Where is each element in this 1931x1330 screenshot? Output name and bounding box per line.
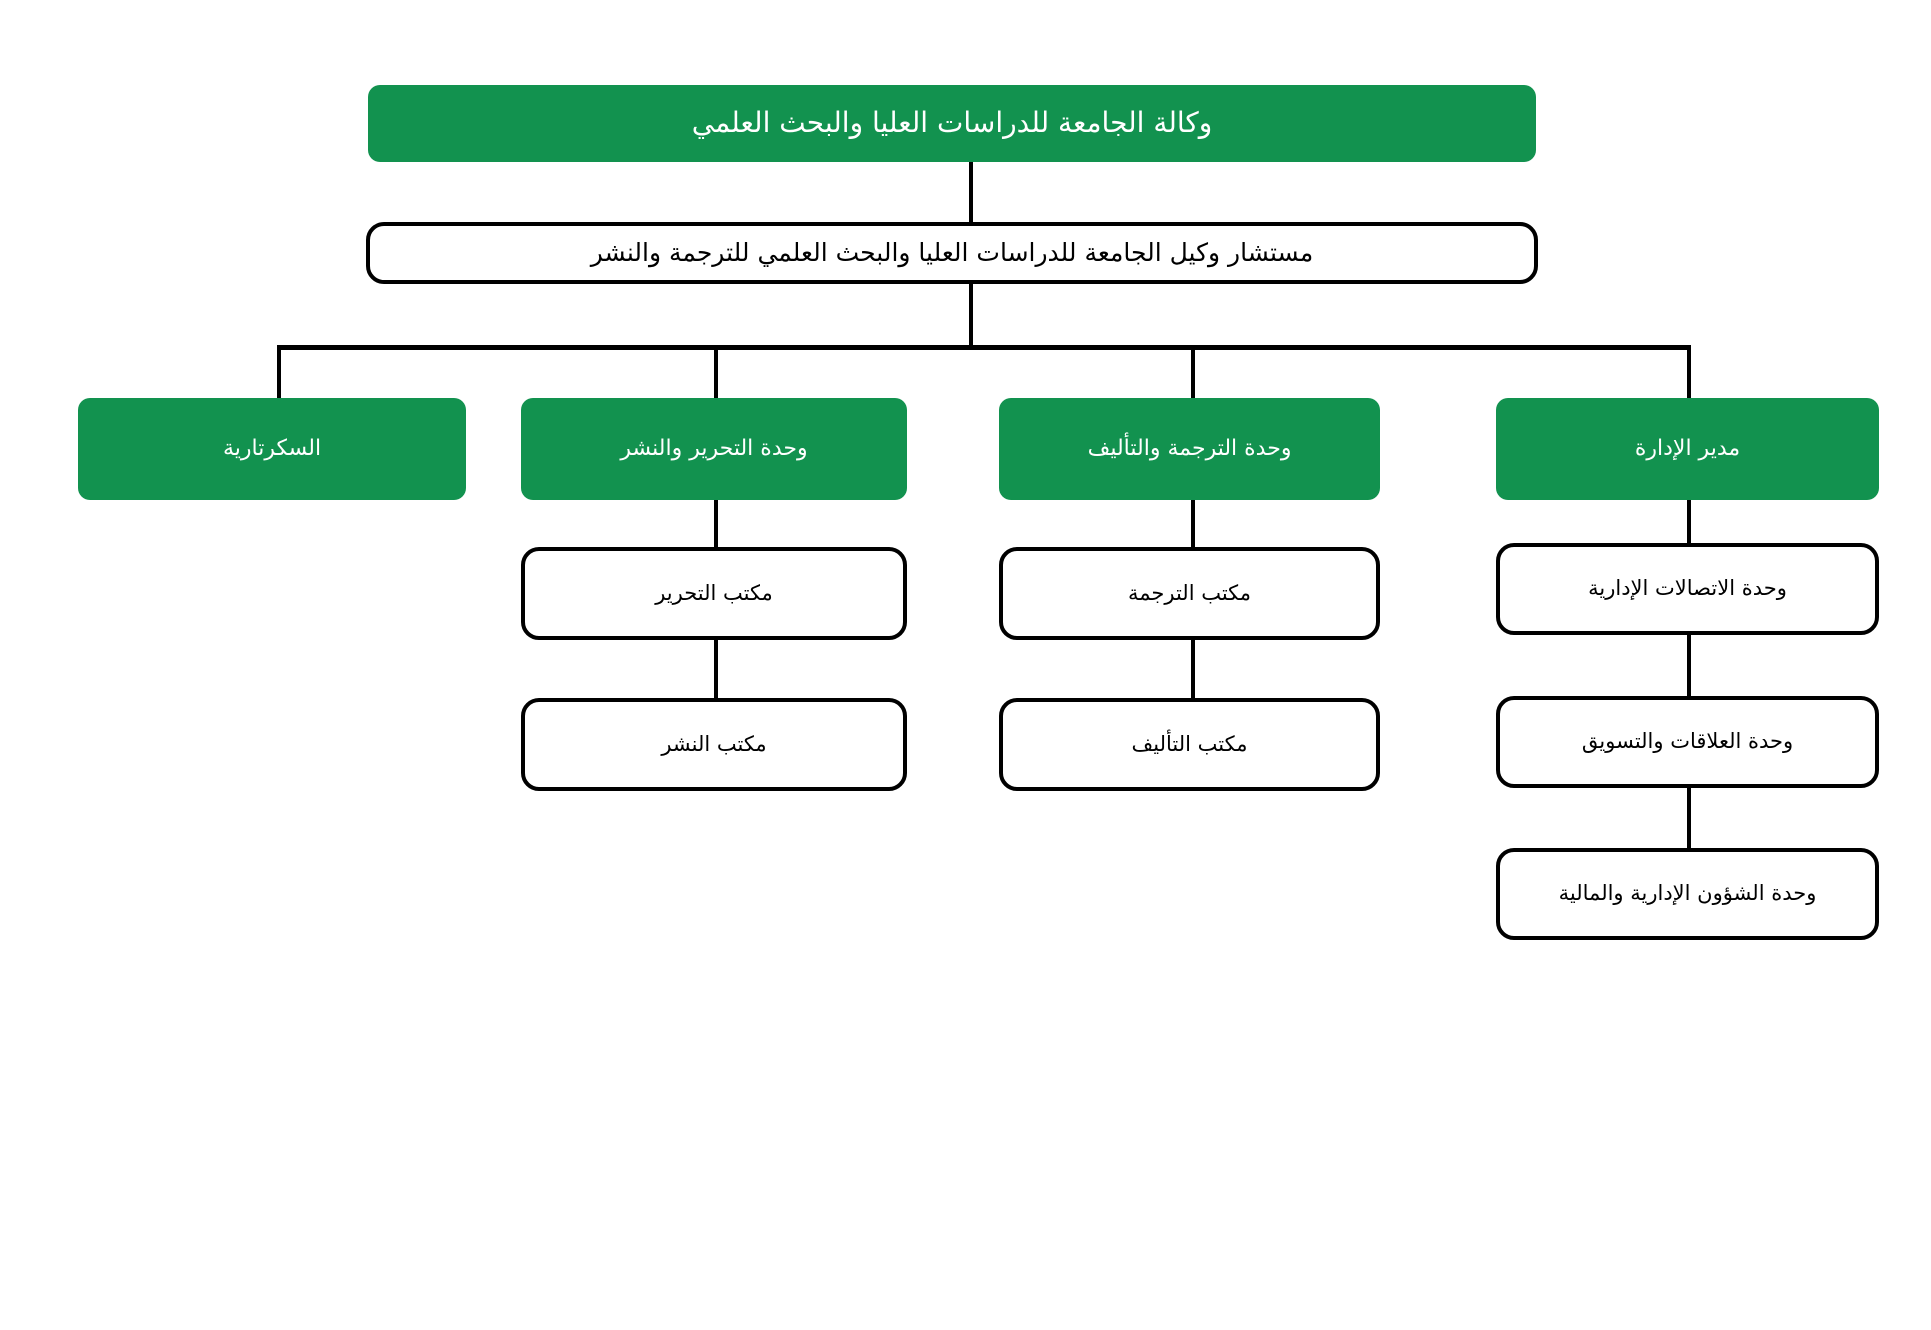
node-relations-marketing-unit[interactable]: وحدة العلاقات والتسويق — [1496, 696, 1879, 788]
connector-drop-editing-publishing-unit — [714, 345, 718, 400]
node-editing-office[interactable]: مكتب التحرير — [521, 547, 907, 640]
connector-translation-authoring-to-translation-office — [1191, 500, 1195, 548]
node-label-admin-communications-unit: وحدة الاتصالات الإدارية — [1588, 576, 1787, 601]
node-label-admin-financial-affairs-unit: وحدة الشؤون الإدارية والمالية — [1558, 881, 1817, 906]
connector-editing-publishing-to-editing-office — [714, 500, 718, 548]
node-secretariat[interactable]: السكرتارية — [78, 398, 466, 500]
node-label-secretariat: السكرتارية — [222, 435, 322, 461]
connector-drop-secretariat — [277, 345, 281, 400]
connector-translation-office-to-authoring-office — [1191, 640, 1195, 700]
node-label-root: وكالة الجامعة للدراسات العليا والبحث الع… — [691, 106, 1213, 140]
node-university-agency-root[interactable]: وكالة الجامعة للدراسات العليا والبحث الع… — [368, 85, 1536, 162]
node-advisor-translation-publishing[interactable]: مستشار وكيل الجامعة للدراسات العليا والب… — [366, 222, 1538, 284]
node-label-translation-authoring-unit: وحدة الترجمة والتأليف — [1087, 435, 1292, 461]
connector-relations-marketing-to-admin-financial — [1687, 788, 1691, 851]
node-label-editing-publishing-unit: وحدة التحرير والنشر — [620, 435, 808, 461]
connector-drop-administration-director — [1687, 345, 1691, 400]
connector-administration-to-admin-communications — [1687, 500, 1691, 544]
node-translation-office[interactable]: مكتب الترجمة — [999, 547, 1380, 640]
node-label-advisor: مستشار وكيل الجامعة للدراسات العليا والب… — [590, 237, 1314, 267]
node-authoring-office[interactable]: مكتب التأليف — [999, 698, 1380, 791]
node-administration-director[interactable]: مدير الإدارة — [1496, 398, 1879, 500]
connector-admin-communications-to-relations-marketing — [1687, 635, 1691, 698]
node-label-relations-marketing-unit: وحدة العلاقات والتسويق — [1581, 729, 1794, 754]
node-publishing-office[interactable]: مكتب النشر — [521, 698, 907, 791]
node-label-administration-director: مدير الإدارة — [1634, 435, 1741, 461]
node-label-publishing-office: مكتب النشر — [661, 731, 767, 756]
node-label-translation-office: مكتب الترجمة — [1127, 580, 1252, 605]
connector-root-to-advisor — [969, 162, 973, 222]
node-label-authoring-office: مكتب التأليف — [1131, 731, 1248, 756]
node-translation-authoring-unit[interactable]: وحدة الترجمة والتأليف — [999, 398, 1380, 500]
connector-editing-office-to-publishing-office — [714, 640, 718, 700]
connector-advisor-stem — [969, 284, 973, 347]
connector-drop-translation-authoring-unit — [1191, 345, 1195, 400]
node-admin-communications-unit[interactable]: وحدة الاتصالات الإدارية — [1496, 543, 1879, 635]
node-editing-publishing-unit[interactable]: وحدة التحرير والنشر — [521, 398, 907, 500]
node-admin-financial-affairs-unit[interactable]: وحدة الشؤون الإدارية والمالية — [1496, 848, 1879, 940]
connector-level3-bus — [277, 345, 1691, 350]
node-label-editing-office: مكتب التحرير — [655, 580, 773, 605]
